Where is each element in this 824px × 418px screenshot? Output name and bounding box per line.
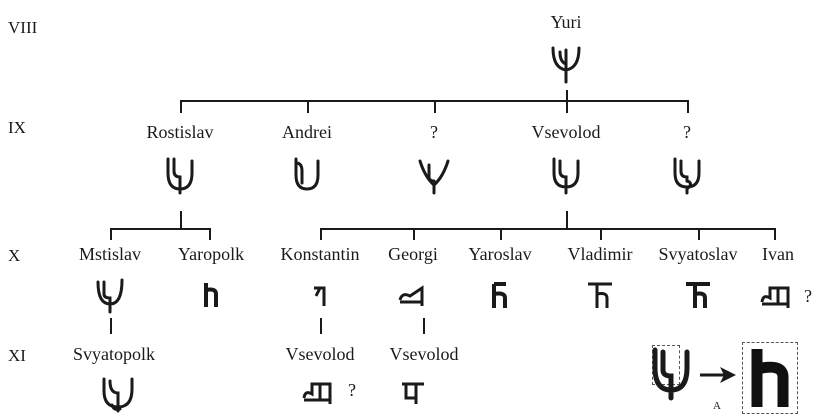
name-svyatoslav: Svyatoslav	[658, 244, 738, 264]
name-andrei: Andrei	[282, 122, 332, 142]
uncertain-mark-ivan: ?	[804, 286, 812, 306]
connector-vsevolod-bar	[320, 228, 776, 230]
name-unknown-1: ?	[430, 122, 438, 142]
name-unknown-2: ?	[683, 122, 691, 142]
name-svyatopolk: Svyatopolk	[72, 344, 156, 364]
bident-sign-andrei	[290, 155, 324, 197]
name-yaropolk: Yaropolk	[177, 244, 245, 264]
sign-konstantin	[310, 282, 330, 310]
connector-ivan	[774, 228, 776, 240]
bident-sign-svyatopolk	[100, 375, 136, 413]
trident-sign-yuri	[549, 44, 583, 86]
generation-label-x: X	[8, 246, 21, 265]
connector-mstislav	[110, 228, 112, 240]
connector-vsevolod	[566, 100, 568, 113]
name-rostislav: Rostislav	[146, 122, 214, 142]
bident-sign-rostislav	[163, 155, 197, 197]
name-yaroslav: Yaroslav	[468, 244, 532, 264]
connector-konstantin-vsevolod	[320, 318, 322, 334]
bident-sign-inset	[649, 346, 693, 402]
connector-rostislav-down	[180, 211, 182, 229]
name-ivan: Ivan	[762, 244, 794, 264]
bident-sign-unknown-1	[415, 155, 453, 197]
bident-sign-unknown-2	[670, 155, 704, 197]
connector-andrei	[307, 100, 309, 113]
connector-georgi	[413, 228, 415, 240]
inset-detail-box	[742, 342, 798, 414]
sign-yaroslav	[489, 280, 511, 310]
inset-label: A	[713, 400, 721, 412]
connector-yaroslav	[500, 228, 502, 240]
connector-yaropolk	[209, 228, 211, 240]
connector-rostislav-bar	[110, 228, 211, 230]
connector-mstislav-svyatopolk	[110, 318, 112, 334]
connector-rostislav	[180, 100, 182, 113]
connector-yuri-down	[566, 90, 568, 102]
sign-vsevolod-georgievich	[398, 378, 428, 406]
name-vsevolod: Vsevolod	[531, 122, 601, 142]
name-georgi: Georgi	[388, 244, 438, 264]
sign-ivan	[758, 282, 794, 310]
name-yuri: Yuri	[550, 12, 582, 32]
name-vsevolod-konstantinovich: Vsevolod	[285, 344, 355, 364]
name-mstislav: Mstislav	[78, 244, 142, 264]
name-vladimir: Vladimir	[567, 244, 633, 264]
connector-unknown1	[434, 100, 436, 113]
sign-georgi	[396, 282, 430, 310]
generation-label-ix: IX	[8, 118, 26, 137]
connector-svyatoslav	[698, 228, 700, 240]
sign-svyatoslav	[683, 280, 713, 310]
bident-sign-mstislav	[93, 276, 127, 316]
generation-label-viii: VIII	[8, 18, 38, 37]
generation-label-xi: XI	[8, 346, 26, 365]
connector-vladimir	[600, 228, 602, 240]
arrow-icon	[698, 365, 738, 385]
name-vsevolod-georgievich: Vsevolod	[389, 344, 459, 364]
connector-unknown2	[687, 100, 689, 113]
sign-vladimir	[585, 280, 615, 310]
sign-yaropolk	[201, 280, 221, 310]
name-konstantin: Konstantin	[280, 244, 360, 264]
bident-sign-vsevolod	[549, 155, 583, 197]
connector-georgi-vsevolod	[423, 318, 425, 334]
connector-konstantin	[320, 228, 322, 240]
connector-vsevolod-down	[566, 211, 568, 229]
uncertain-mark-vsevolod-k: ?	[348, 380, 356, 400]
inset-enlarged-sign	[751, 349, 789, 407]
sign-vsevolod-konstantinovich	[300, 378, 336, 406]
